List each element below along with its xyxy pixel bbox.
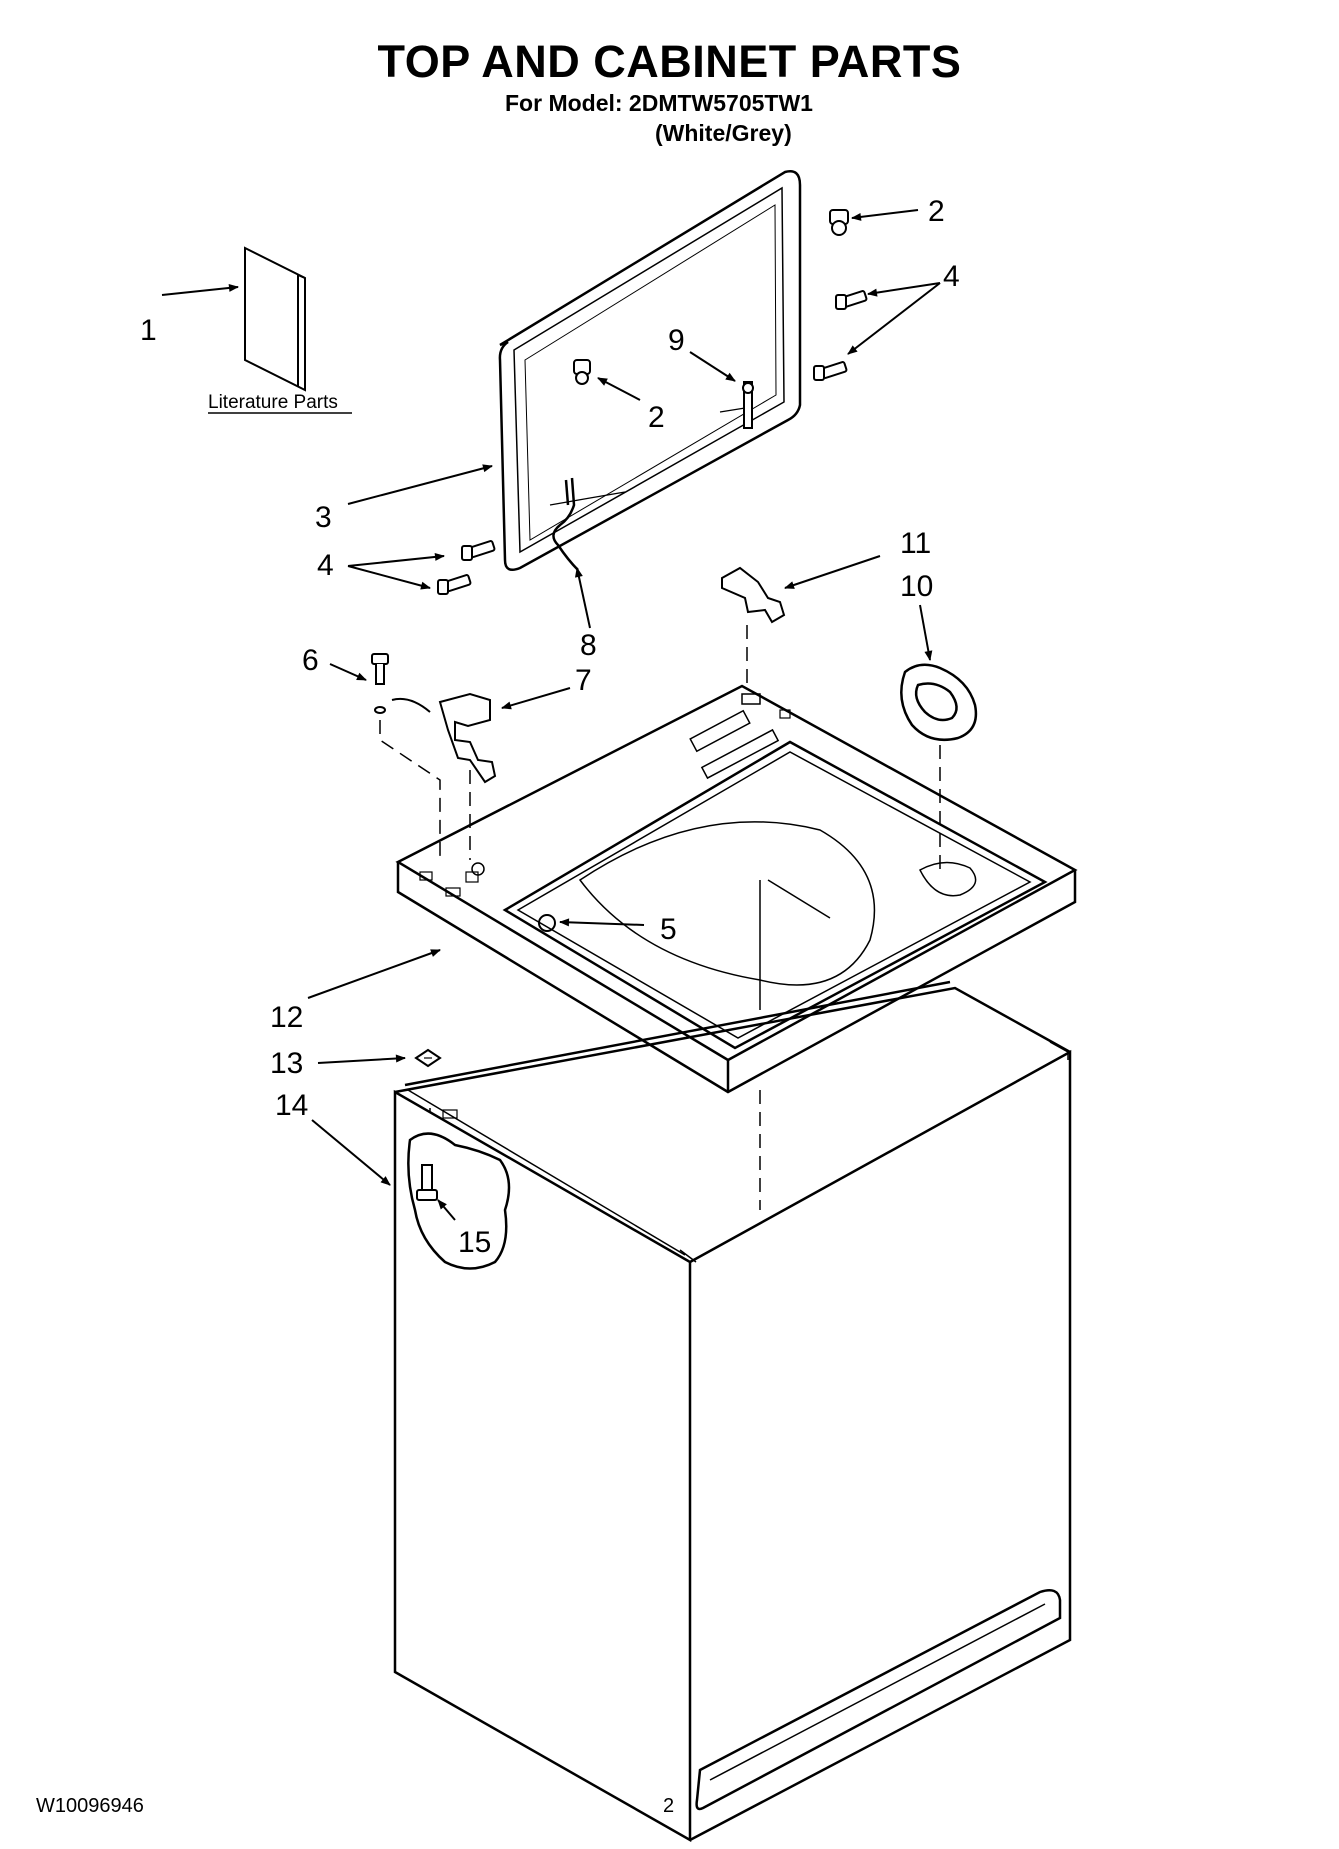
leader-4-bottom-1 <box>347 552 445 567</box>
leader-9 <box>689 351 736 382</box>
hinge-screw-top-1 <box>835 290 868 310</box>
hinge-pin <box>721 566 786 624</box>
cabinet-cutaway <box>407 1132 511 1270</box>
lid-bumper-inner <box>573 359 591 385</box>
callout-2-inner: 2 <box>648 401 665 434</box>
leader-8 <box>574 567 591 629</box>
leader-13 <box>317 1054 406 1064</box>
hinge-bracket <box>391 692 497 784</box>
lid-spring <box>552 477 579 571</box>
callout-12: 12 <box>270 1001 303 1034</box>
page-number: 2 <box>663 1795 675 1817</box>
callout-5: 5 <box>660 913 677 946</box>
lid-bumper-top <box>829 209 849 236</box>
leader-11 <box>784 555 881 589</box>
lid-switch-actuator <box>742 381 754 429</box>
hinge-screw-top-2 <box>813 361 848 381</box>
leader-5 <box>559 918 645 927</box>
literature-booklet <box>244 246 306 392</box>
callout-4-bottom: 4 <box>317 549 334 582</box>
hinge-screw-bottom-1 <box>461 540 496 561</box>
leader-4-bottom-2 <box>347 565 431 590</box>
leader-3 <box>347 464 493 505</box>
tub-grommet <box>900 663 978 742</box>
callout-3: 3 <box>315 501 332 534</box>
mounting-screw <box>416 1164 438 1201</box>
callout-14: 14 <box>275 1089 308 1122</box>
document-number: W10096946 <box>36 1795 144 1817</box>
leader-14 <box>311 1119 391 1186</box>
callout-2-top: 2 <box>928 195 945 228</box>
callout-8: 8 <box>580 629 597 662</box>
callout-numbers: 1 2 2 3 4 4 5 6 7 8 9 10 11 12 13 14 15 <box>140 195 960 1259</box>
callout-7: 7 <box>575 664 592 697</box>
leader-4-top-2 <box>847 282 941 355</box>
callout-10: 10 <box>900 570 933 603</box>
leader-2-inner <box>597 377 641 401</box>
callout-11: 11 <box>900 527 931 560</box>
callout-9: 9 <box>668 324 685 357</box>
leader-12 <box>307 949 441 999</box>
cabinet <box>393 980 1072 1843</box>
color-line: (White/Grey) <box>655 120 792 146</box>
callout-4-top: 4 <box>943 260 960 293</box>
model-line: For Model: 2DMTW5705TW1 <box>505 90 813 116</box>
leader-10 <box>919 604 933 661</box>
main-top <box>395 684 1078 1094</box>
lid <box>498 170 802 571</box>
callout-6: 6 <box>302 644 319 677</box>
callout-leaders <box>161 209 941 1221</box>
clip <box>414 1048 442 1068</box>
lid-screw <box>371 653 389 714</box>
leader-7 <box>501 687 571 710</box>
page-title: TOP AND CABINET PARTS <box>377 36 962 87</box>
leader-2-top <box>851 209 919 221</box>
hinge-screw-bottom-2 <box>437 574 472 595</box>
leader-6 <box>329 663 367 681</box>
leader-4-top-1 <box>867 282 941 297</box>
literature-parts-label: Literature Parts <box>208 392 338 413</box>
callout-15: 15 <box>458 1226 491 1259</box>
callout-13: 13 <box>270 1047 303 1080</box>
leader-15 <box>437 1199 456 1221</box>
callout-1: 1 <box>140 314 157 347</box>
leader-1 <box>161 283 239 296</box>
